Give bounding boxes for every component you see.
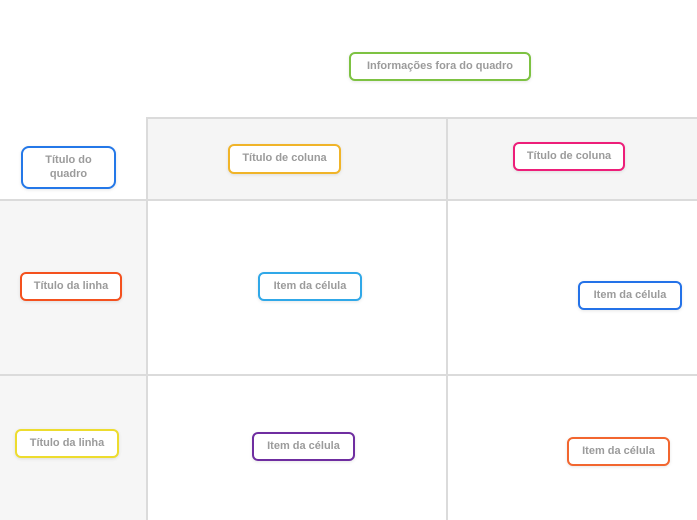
column-title-shape-2[interactable]: Título de coluna: [513, 142, 625, 171]
grid-line-column-divider-left: [146, 118, 148, 520]
grid-line-header-top: [146, 117, 697, 119]
grid-line-row-divider: [0, 374, 697, 376]
grid-row-label-column-background: [0, 200, 146, 520]
outside-board-info-shape[interactable]: Informações fora do quadro: [349, 52, 531, 81]
cell-item-shape-row2-col1[interactable]: Item da célula: [252, 432, 355, 461]
cell-item-shape-row1-col2[interactable]: Item da célula: [578, 281, 682, 310]
column-title-shape-1[interactable]: Título de coluna: [228, 144, 341, 174]
cell-item-shape-row1-col1[interactable]: Item da célula: [258, 272, 362, 301]
board-title-shape[interactable]: Título do quadro: [21, 146, 116, 189]
row-title-shape-1[interactable]: Título da linha: [20, 272, 122, 301]
grid-line-header-bottom: [0, 199, 697, 201]
cell-item-shape-row2-col2[interactable]: Item da célula: [567, 437, 670, 466]
grid-line-column-divider-right: [446, 118, 448, 520]
row-title-shape-2[interactable]: Título da linha: [15, 429, 119, 458]
